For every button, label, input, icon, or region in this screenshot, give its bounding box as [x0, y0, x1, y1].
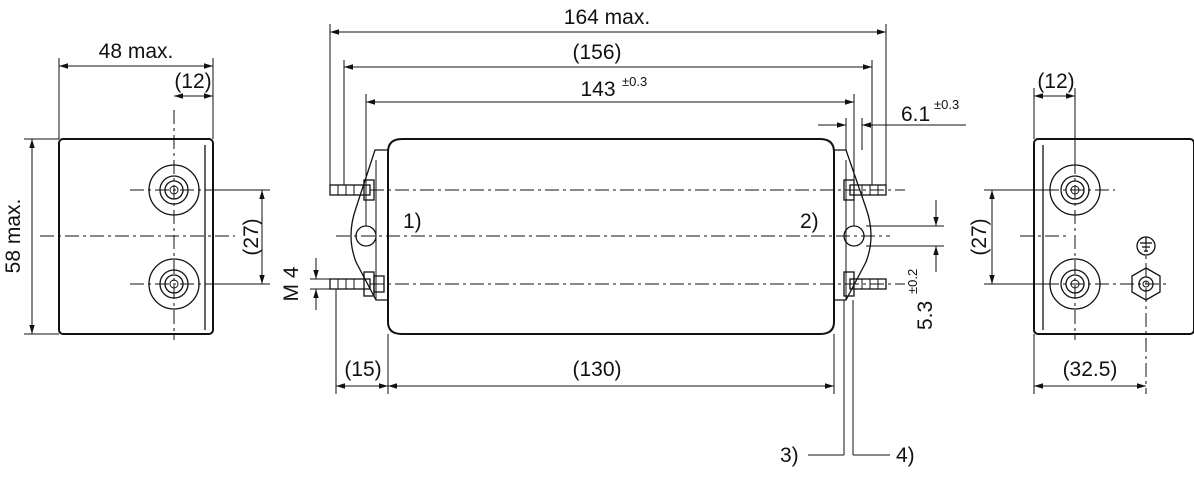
left-width-label: 48 max.: [99, 40, 174, 63]
thread-label: M 4: [280, 266, 303, 301]
callout-4: 4): [896, 444, 915, 467]
left-end-view: 48 max. (12) 58 max. (27): [2, 40, 270, 340]
left-terminal-top: [148, 164, 200, 216]
left-stud-bottom: [329, 271, 385, 297]
body-length-label: (130): [572, 358, 621, 381]
protective-earth-icon: [1136, 236, 1156, 256]
right-stud-bottom: [843, 271, 887, 297]
hole-spacing-tolerance: ±0.3: [622, 74, 647, 89]
overall-max-label: 164 max.: [564, 6, 650, 29]
hole-spacing-label: 143: [580, 78, 615, 101]
left-stud-top: [329, 179, 375, 201]
ground-stud: [1131, 267, 1161, 301]
stud-offset-label: (15): [344, 358, 381, 381]
front-view: 1) 2) 164 max. (156) 143 ±0.3 6.1 ±0.3 5…: [280, 6, 966, 467]
height-label: 58 max.: [2, 199, 25, 274]
flange-width-label: 6.1: [901, 103, 930, 126]
flange-width-tolerance: ±0.3: [934, 97, 959, 112]
stud-height-label: 5.3: [914, 301, 937, 330]
pitch-156-label: (156): [572, 41, 621, 64]
callout-1: 1): [403, 210, 422, 233]
callout-3: 3): [780, 444, 799, 467]
right-terminal-offset-label: (12): [1037, 70, 1074, 93]
left-terminal-pitch-label: (27): [240, 218, 263, 255]
right-end-view: (12) (27) (32.5): [968, 70, 1194, 394]
left-terminal-bottom: [148, 258, 200, 310]
callout-2: 2): [800, 210, 819, 233]
right-terminal-pitch-label: (27): [968, 218, 991, 255]
stud-height-tolerance: ±0.2: [905, 269, 920, 294]
right-ground-offset-label: (32.5): [1063, 358, 1118, 381]
left-terminal-offset-label: (12): [174, 70, 211, 93]
